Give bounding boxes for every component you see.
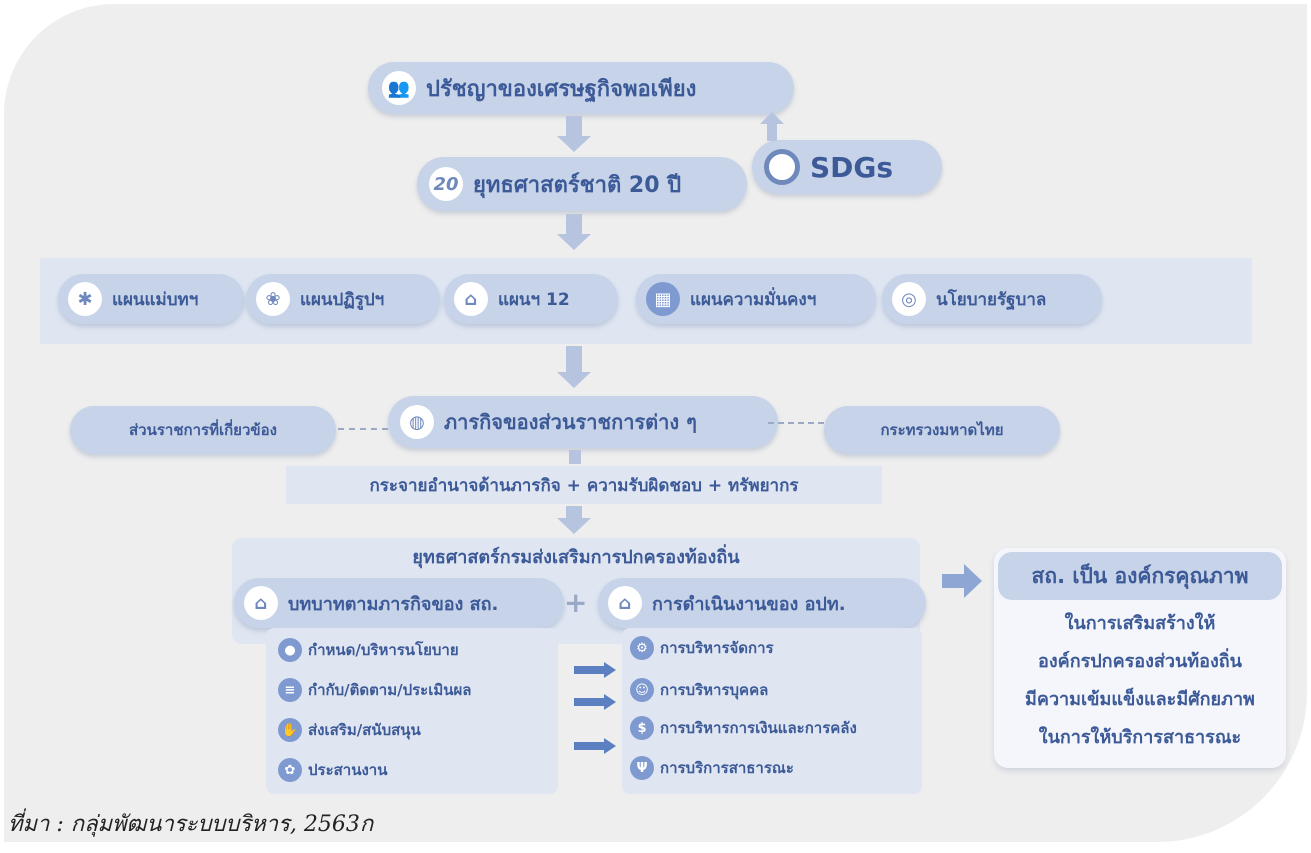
mission-pill: ◍ ภารกิจของส่วนราชการต่าง ๆ xyxy=(388,396,778,448)
support-icon: ✋ xyxy=(278,718,302,742)
mission-label: ภารกิจของส่วนราชการต่าง ๆ xyxy=(444,410,697,434)
right-arrow-1 xyxy=(574,662,616,678)
person-icon: ● xyxy=(278,638,302,662)
flower-icon: ❀ xyxy=(256,282,290,316)
role-item-label: ส่งเสริม/สนับสนุน xyxy=(308,721,421,739)
plan-reform-label: แผนปฏิรูปฯ xyxy=(300,289,385,310)
plan-masterplan: ✱ แผนแม่บทฯ xyxy=(58,274,244,324)
globe-icon: ◍ xyxy=(400,405,434,439)
role-item: ✿ ประสานงาน xyxy=(278,758,387,782)
plan-security: ▦ แผนความมั่นคงฯ xyxy=(636,274,876,324)
decentralization-label: กระจายอำนาจด้านภารกิจ + ความรับผิดชอบ + … xyxy=(369,475,799,496)
ops-item-label: การบริหารจัดการ xyxy=(660,639,774,657)
building-icon: ▦ xyxy=(646,282,680,316)
role-item-label: กำหนด/บริหารนโยบาย xyxy=(308,641,459,659)
ministry-label: กระทรวงมหาดไทย xyxy=(880,421,1004,439)
ops-item: ☺ การบริหารบุคคล xyxy=(630,678,768,702)
related-agencies-pill: ส่วนราชการที่เกี่ยวข้อง xyxy=(70,406,336,454)
right-arrow-3 xyxy=(574,738,616,754)
role-item: ✋ ส่งเสริม/สนับสนุน xyxy=(278,718,421,742)
people-icon: 👥 xyxy=(382,71,416,105)
ops-item-label: การบริหารการเงินและการคลัง xyxy=(660,719,857,737)
related-agencies-label: ส่วนราชการที่เกี่ยวข้อง xyxy=(129,421,277,439)
plan-masterplan-label: แผนแม่บทฯ xyxy=(112,289,199,310)
ops-item: $ การบริหารการเงินและการคลัง xyxy=(630,716,857,740)
arrow-mission-small xyxy=(569,450,581,464)
role-item: ≡ กำกับ/ติดตาม/ประเมินผล xyxy=(278,678,471,702)
sdgs-label: SDGs xyxy=(810,150,894,184)
plan-reform: ❀ แผนปฏิรูปฯ xyxy=(246,274,440,324)
org-icon-2: ⌂ xyxy=(608,586,642,620)
arrow-down-4 xyxy=(557,506,591,534)
public-service-icon: Ψ xyxy=(630,756,654,780)
sdg-ring-icon xyxy=(764,149,800,185)
arrow-down-2 xyxy=(557,214,591,250)
strategy20-label: ยุทธศาสตร์ชาติ 20 ปี xyxy=(473,172,682,198)
government-icon: ◎ xyxy=(892,282,926,316)
result-line: ในการให้บริการสาธารณะ xyxy=(1038,727,1242,748)
ops-item-label: การบริหารบุคคล xyxy=(660,681,769,699)
dash-left xyxy=(338,428,388,430)
twenty-icon: 20 xyxy=(429,167,463,201)
plan-government-label: นโยบายรัฐบาล xyxy=(936,289,1047,310)
plan-government: ◎ นโยบายรัฐบาล xyxy=(882,274,1102,324)
result-line: ในการเสริมสร้างให้ xyxy=(1064,613,1216,634)
ops-label: การดำเนินงานของ อปท. xyxy=(652,593,846,615)
ops-item: Ψ การบริการสาธารณะ xyxy=(630,756,794,780)
finance-icon: $ xyxy=(630,716,654,740)
dash-right xyxy=(768,422,824,424)
plus-sign: + xyxy=(564,586,588,619)
role-pill: ⌂ บทบาทตามภารกิจของ สถ. xyxy=(234,578,564,628)
arrow-down-1 xyxy=(557,116,591,152)
org-icon: ⌂ xyxy=(244,586,278,620)
role-item: ● กำหนด/บริหารนโยบาย xyxy=(278,638,459,662)
result-line: องค์กรปกครองส่วนท้องถิ่น xyxy=(1038,651,1242,672)
ops-item-label: การบริการสาธารณะ xyxy=(660,759,794,777)
people-group-icon: ☺ xyxy=(630,678,654,702)
source-caption: ที่มา : กลุ่มพัฒนาระบบบริหาร, 2563ก xyxy=(8,812,374,837)
philosophy-pill: 👥 ปรัชญาของเศรษฐกิจพอเพียง xyxy=(368,62,794,114)
diagram-background: 👥 ปรัชญาของเศรษฐกิจพอเพียง SDGs 20 ยุทธศ… xyxy=(4,4,1307,842)
arrow-up-sdgs xyxy=(760,112,784,124)
ops-list-panel xyxy=(622,628,922,794)
emblem-icon: ⌂ xyxy=(454,282,488,316)
role-list-panel xyxy=(266,628,558,794)
network-icon: ✱ xyxy=(68,282,102,316)
ministry-pill: กระทรวงมหาดไทย xyxy=(824,406,1060,454)
coordinate-icon: ✿ xyxy=(278,758,302,782)
plan-12-label: แผนฯ 12 xyxy=(498,289,570,310)
role-item-label: กำกับ/ติดตาม/ประเมินผล xyxy=(308,681,472,699)
arrow-down-3 xyxy=(557,346,591,388)
plan-security-label: แผนความมั่นคงฯ xyxy=(690,289,817,310)
role-item-label: ประสานงาน xyxy=(308,761,388,779)
philosophy-label: ปรัชญาของเศรษฐกิจพอเพียง xyxy=(426,76,697,102)
strategy20-pill: 20 ยุทธศาสตร์ชาติ 20 ปี xyxy=(417,157,747,211)
result-arrow-head xyxy=(964,564,982,598)
ops-item: ⚙ การบริหารจัดการ xyxy=(630,636,774,660)
result-line: มีความเข้มแข็งและมีศักยภาพ xyxy=(1025,689,1255,710)
role-label: บทบาทตามภารกิจของ สถ. xyxy=(288,593,499,615)
plan-12: ⌂ แผนฯ 12 xyxy=(444,274,618,324)
ops-pill: ⌂ การดำเนินงานของ อปท. xyxy=(598,578,926,628)
sdgs-pill: SDGs xyxy=(752,140,942,194)
arrow-up-sdgs-shaft xyxy=(767,123,777,141)
result-arrow xyxy=(942,574,966,588)
decentralization-band: กระจายอำนาจด้านภารกิจ + ความรับผิดชอบ + … xyxy=(286,466,882,504)
document-icon: ≡ xyxy=(278,678,302,702)
right-arrow-2 xyxy=(574,694,616,710)
result-title: สถ. เป็น องค์กรคุณภาพ xyxy=(998,552,1282,600)
management-icon: ⚙ xyxy=(630,636,654,660)
dla-strategy-title: ยุทธศาสตร์กรมส่งเสริมการปกครองท้องถิ่น xyxy=(412,547,740,568)
